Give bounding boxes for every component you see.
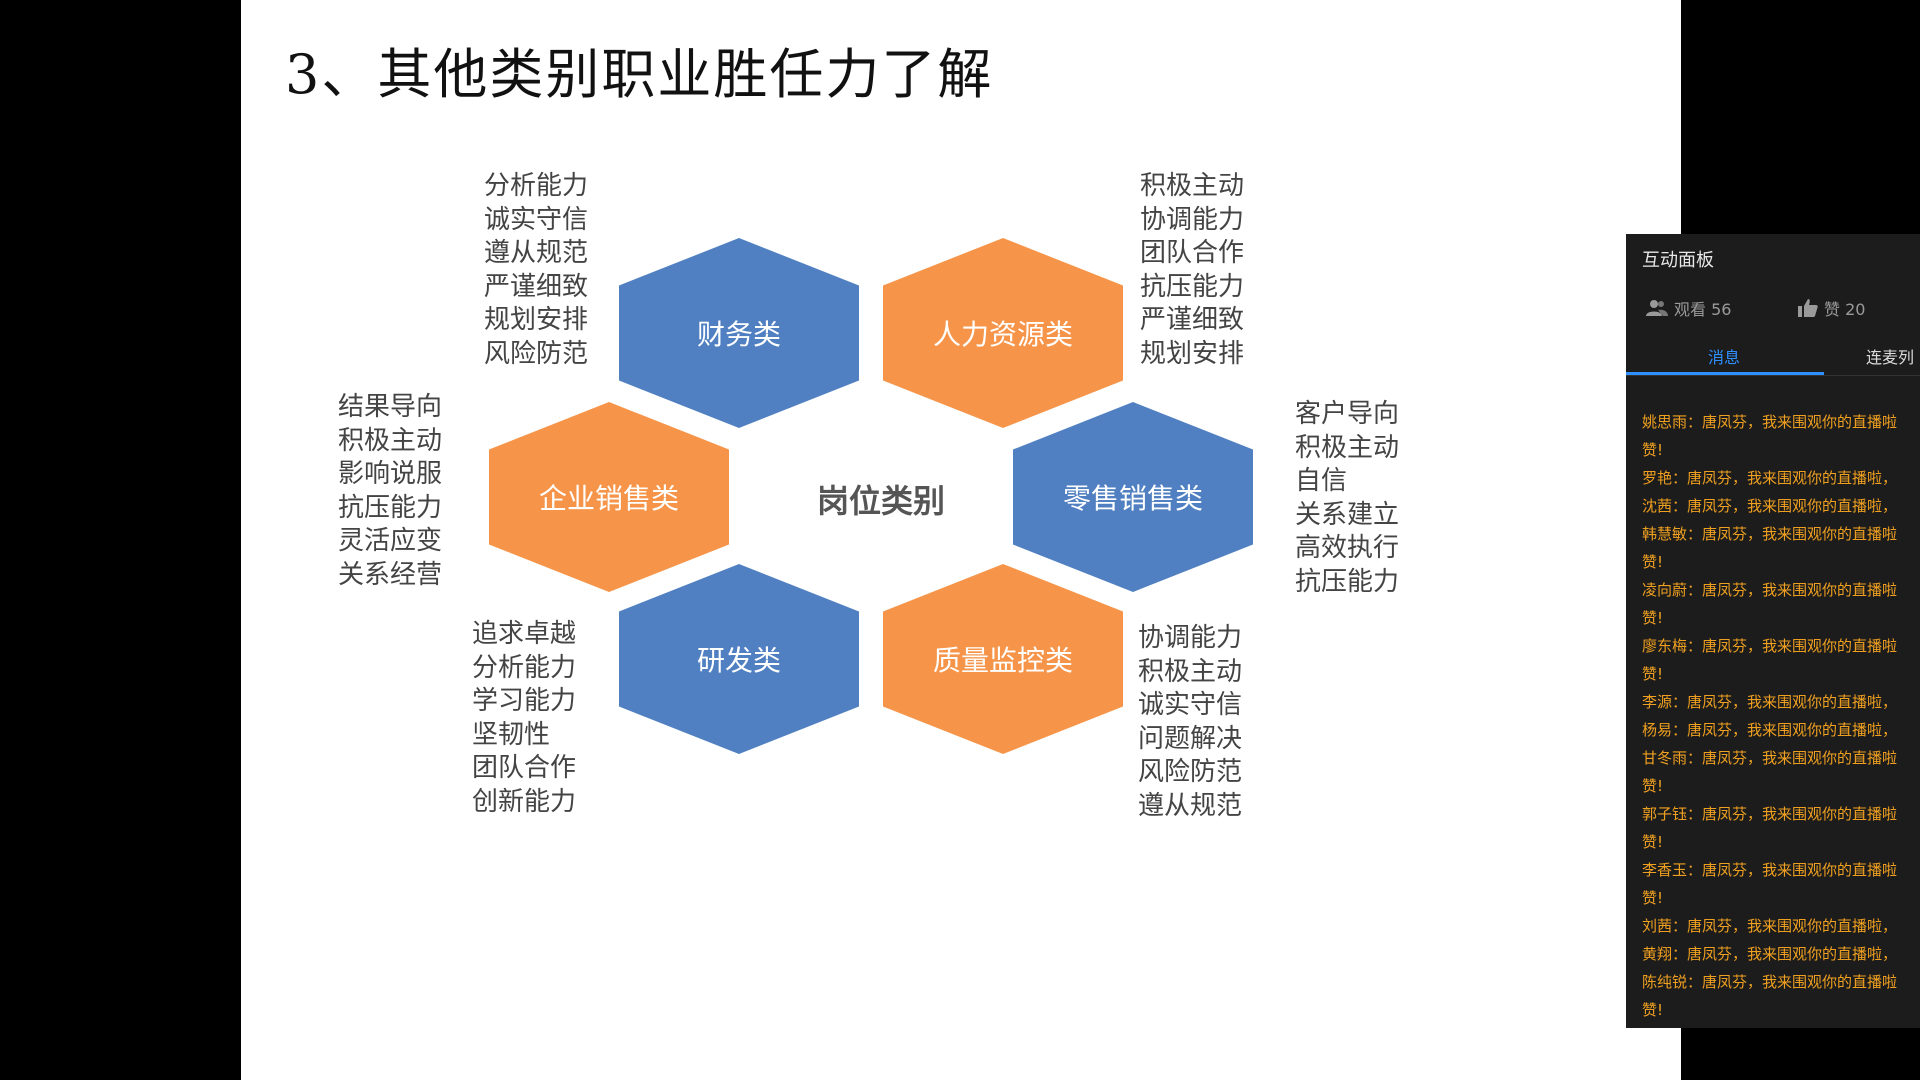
viewer-count: 观看 56 (1646, 296, 1731, 320)
traits-hr: 积极主动 协调能力 团队合作 抗压能力 严谨细致 规划安排 (1140, 170, 1244, 371)
trait-item: 遵从规范 (484, 238, 589, 268)
message-item: 黄翔：唐凤芬，我来围观你的直播啦， (1642, 945, 1898, 963)
panel-title: 互动面板 (1642, 250, 1714, 271)
thumbs-up-icon (1798, 299, 1818, 317)
hex-quality: 质量监控类 (883, 564, 1123, 754)
hex-rnd: 研发类 (619, 564, 859, 754)
trait-item: 抗压能力 (338, 492, 443, 523)
message-list[interactable]: 姚思雨：唐凤芬，我来围观你的直播啦 赞! 罗艳：唐凤芬，我来围观你的直播啦， 沈… (1642, 408, 1920, 1024)
message-item: 姚思雨：唐凤芬，我来围观你的直播啦 (1642, 413, 1898, 431)
trait-item: 抗压能力 (1140, 271, 1245, 302)
trait-item: 追求卓越 (472, 619, 577, 649)
trait-item: 严谨细致 (1140, 305, 1245, 335)
message-item: 郭子钰：唐凤芬，我来围观你的直播啦 (1642, 805, 1898, 823)
interaction-panel: 互动面板 观看 56 赞 20 消息 连麦列 姚思雨：唐凤芬，我来围观你的直播啦… (1626, 234, 1920, 1028)
traits-rnd: 追求卓越 分析能力 学习能力 坚韧性 团队合作 创新能力 (472, 618, 576, 819)
trait-item: 规划安排 (1140, 338, 1245, 369)
trait-item: 积极主动 (1140, 171, 1245, 201)
hex-finance: 财务类 (619, 238, 859, 428)
trait-item: 诚实守信 (484, 204, 589, 235)
trait-item: 关系建立 (1295, 499, 1400, 530)
trait-item: 学习能力 (472, 686, 577, 716)
trait-item: 团队合作 (1140, 238, 1245, 268)
trait-item: 抗压能力 (1295, 566, 1400, 597)
message-item: 沈茜：唐凤芬，我来围观你的直播啦， (1642, 497, 1898, 515)
message-item: 赞! (1642, 441, 1664, 459)
trait-item: 积极主动 (338, 425, 443, 456)
trait-item: 积极主动 (1138, 656, 1243, 687)
trait-item: 分析能力 (472, 652, 577, 683)
message-item: 罗艳：唐凤芬，我来围观你的直播啦， (1642, 469, 1898, 487)
hex-label: 质量监控类 (932, 644, 1073, 677)
trait-item: 风险防范 (484, 338, 589, 369)
viewer-count-text: 观看 56 (1674, 300, 1732, 319)
trait-item: 协调能力 (1138, 623, 1243, 653)
presentation-slide: 3、其他类别职业胜任力了解 财务类 人力资源类 企业销售类 零售销售类 研发类 … (241, 0, 1681, 1080)
trait-item: 高效执行 (1295, 533, 1400, 563)
slide-title: 3、其他类别职业胜任力了解 (285, 43, 994, 106)
trait-item: 影响说服 (338, 459, 443, 489)
trait-item: 协调能力 (1140, 204, 1245, 235)
message-item: 李香玉：唐凤芬，我来围观你的直播啦 (1642, 861, 1898, 879)
message-item: 赞! (1642, 833, 1664, 851)
message-item: 赞! (1642, 609, 1664, 627)
message-item: 赞! (1642, 777, 1664, 795)
trait-item: 团队合作 (472, 753, 577, 783)
trait-item: 自信 (1295, 466, 1348, 496)
message-item: 杨易：唐凤芬，我来围观你的直播啦， (1642, 721, 1898, 739)
message-item: 陈纯锐：唐凤芬，我来围观你的直播啦 (1642, 973, 1898, 991)
trait-item: 规划安排 (484, 305, 589, 335)
panel-tabs: 消息 连麦列 (1626, 336, 1920, 376)
trait-item: 灵活应变 (338, 526, 443, 556)
trait-item: 结果导向 (338, 392, 443, 422)
traits-enterprise-sales: 结果导向 积极主动 影响说服 抗压能力 灵活应变 关系经营 (338, 391, 442, 592)
message-item: 赞! (1642, 1001, 1664, 1019)
like-count-text: 赞 20 (1824, 300, 1866, 319)
message-item: 刘茜：唐凤芬，我来围观你的直播啦， (1642, 917, 1898, 935)
trait-item: 风险防范 (1138, 757, 1243, 787)
message-item: 韩慧敏：唐凤芬，我来围观你的直播啦 (1642, 525, 1898, 543)
trait-item: 分析能力 (484, 171, 589, 201)
users-icon (1646, 300, 1668, 316)
trait-item: 问题解决 (1138, 723, 1243, 754)
active-tab-indicator (1626, 372, 1824, 375)
center-label: 岗位类别 (816, 482, 945, 520)
traits-retail-sales: 客户导向 积极主动 自信 关系建立 高效执行 抗压能力 (1295, 398, 1399, 599)
hex-label: 人力资源类 (932, 318, 1073, 351)
tab-messages[interactable]: 消息 (1708, 348, 1741, 367)
hex-retail-sales: 零售销售类 (1013, 402, 1253, 592)
message-item: 甘冬雨：唐凤芬，我来围观你的直播啦 (1642, 749, 1898, 767)
tab-mic-list[interactable]: 连麦列 (1866, 348, 1915, 367)
trait-item: 客户导向 (1295, 399, 1400, 429)
message-item: 凌向蔚：唐凤芬，我来围观你的直播啦 (1642, 581, 1898, 599)
trait-item: 严谨细致 (484, 271, 589, 302)
hex-enterprise-sales: 企业销售类 (489, 402, 729, 592)
hex-hr: 人力资源类 (883, 238, 1123, 428)
hex-label: 企业销售类 (538, 482, 679, 515)
message-item: 廖东梅：唐凤芬，我来围观你的直播啦 (1642, 637, 1898, 655)
trait-item: 遵从规范 (1138, 790, 1243, 821)
message-item: 赞! (1642, 889, 1664, 907)
message-item: 赞! (1642, 553, 1664, 571)
trait-item: 创新能力 (472, 786, 577, 817)
like-count[interactable]: 赞 20 (1798, 296, 1865, 320)
trait-item: 关系经营 (338, 559, 443, 590)
message-item: 李源：唐凤芬，我来围观你的直播啦， (1642, 693, 1898, 711)
trait-item: 积极主动 (1295, 432, 1400, 463)
hex-label: 零售销售类 (1062, 482, 1203, 515)
trait-item: 坚韧性 (472, 719, 551, 750)
traits-finance: 分析能力 诚实守信 遵从规范 严谨细致 规划安排 风险防范 (484, 170, 588, 371)
hex-label: 研发类 (696, 644, 781, 677)
traits-quality: 协调能力 积极主动 诚实守信 问题解决 风险防范 遵从规范 (1138, 622, 1242, 823)
trait-item: 诚实守信 (1138, 690, 1243, 720)
message-item: 赞! (1642, 665, 1664, 683)
hex-label: 财务类 (696, 318, 781, 351)
